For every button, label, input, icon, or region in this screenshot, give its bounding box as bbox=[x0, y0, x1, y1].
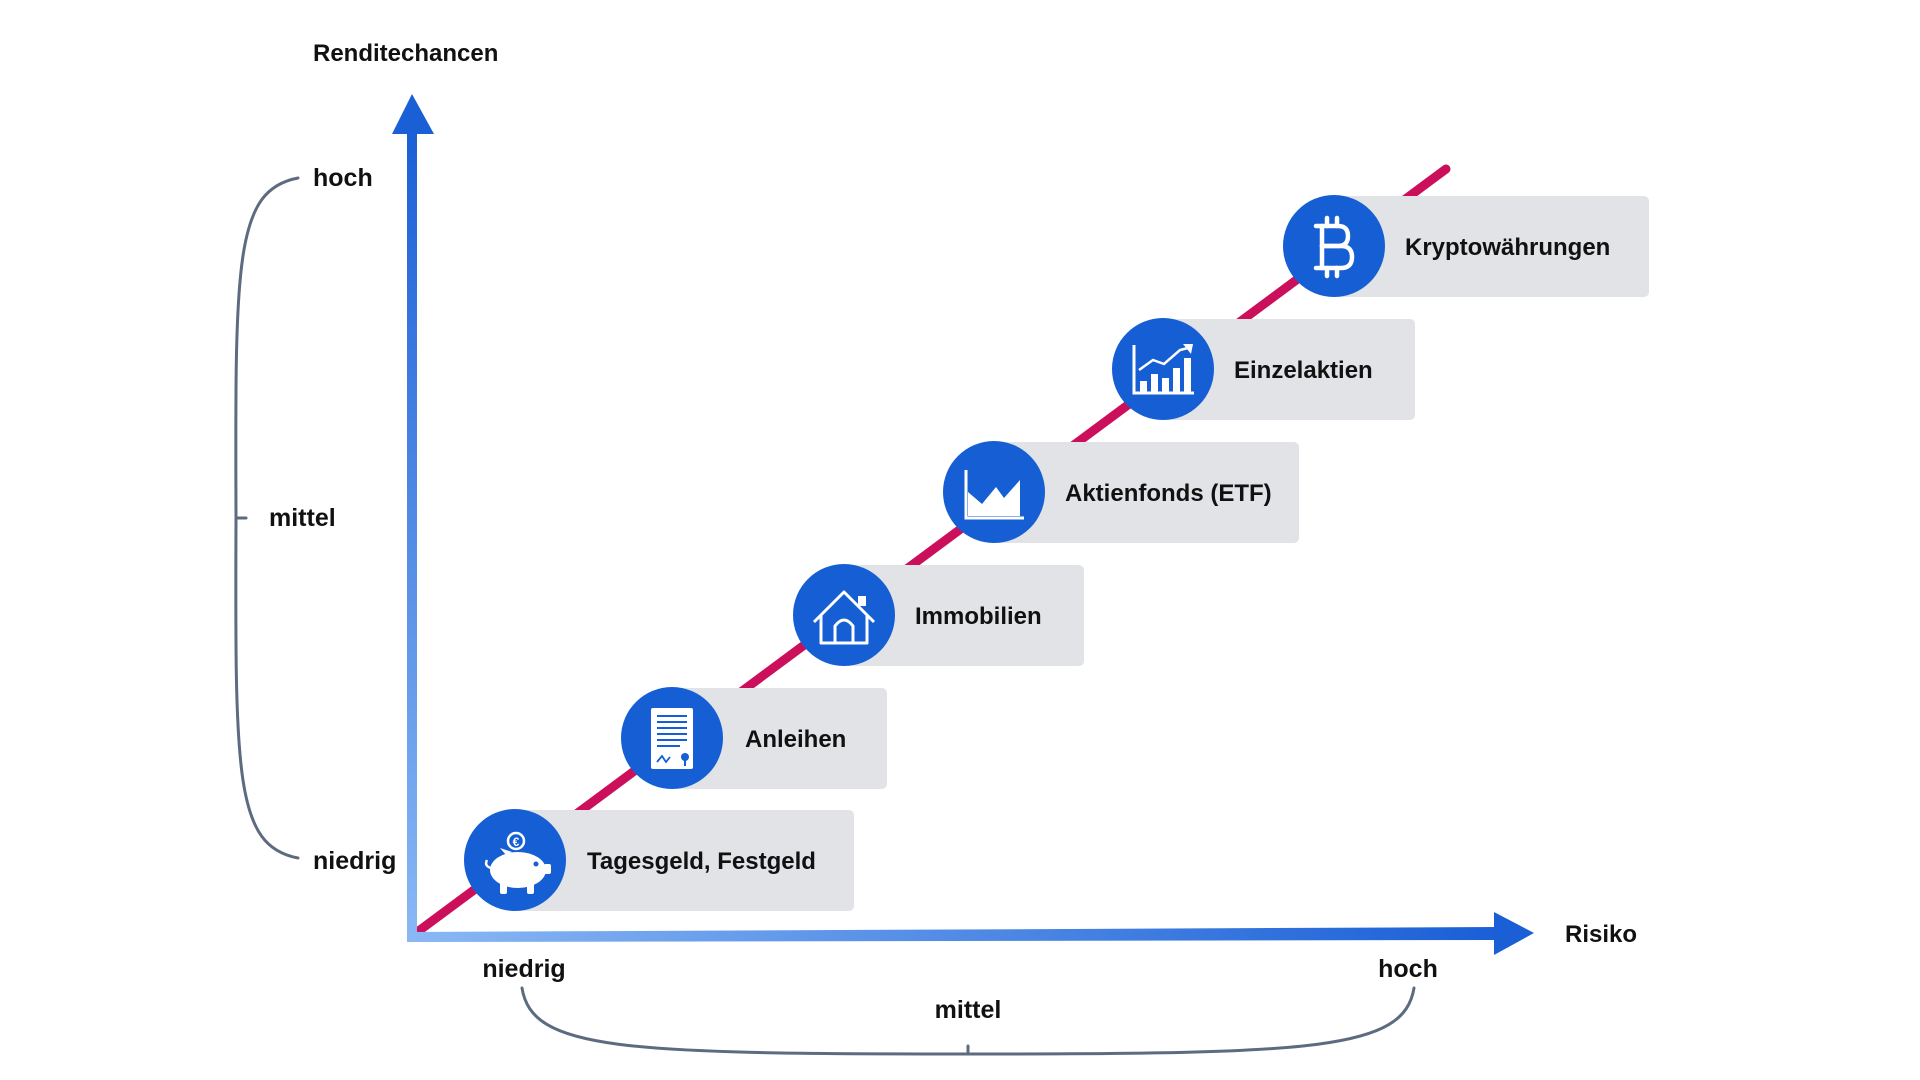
bitcoin-icon bbox=[1313, 215, 1355, 279]
icon-circle bbox=[1112, 318, 1214, 420]
piggy-bank-euro-icon: € bbox=[484, 831, 551, 894]
area-chart-icon bbox=[964, 470, 1024, 520]
y-level-mid: mittel bbox=[269, 504, 336, 532]
bar-chart-growth-icon bbox=[1132, 344, 1194, 395]
investment-label: Einzelaktien bbox=[1234, 357, 1373, 384]
y-level-high: hoch bbox=[313, 164, 373, 192]
investment-aktienfonds: Aktienfonds (ETF) bbox=[943, 441, 1299, 543]
svg-text:€: € bbox=[513, 835, 520, 849]
investment-label: Immobilien bbox=[915, 603, 1042, 630]
y-axis-title: Renditechancen bbox=[313, 40, 498, 67]
investment-tagesgeld: € Tagesgeld, Festgeld bbox=[464, 809, 854, 911]
label-box bbox=[672, 688, 887, 789]
x-axis bbox=[407, 912, 1534, 955]
label-box bbox=[515, 810, 854, 911]
x-range-bracket bbox=[520, 986, 1416, 1056]
investment-anleihen: Anleihen bbox=[621, 687, 887, 789]
investment-einzelaktien: Einzelaktien bbox=[1112, 318, 1415, 420]
label-box bbox=[844, 565, 1084, 666]
x-level-high: hoch bbox=[1378, 955, 1438, 983]
bond-document-icon bbox=[651, 708, 693, 769]
house-icon bbox=[812, 590, 876, 645]
y-axis bbox=[392, 94, 434, 942]
investment-krypto: Kryptowährungen bbox=[1283, 195, 1649, 297]
label-box bbox=[994, 442, 1299, 543]
trend-line bbox=[415, 164, 1451, 935]
x-axis-title: Risiko bbox=[1565, 921, 1637, 948]
y-level-low: niedrig bbox=[313, 847, 396, 875]
label-box bbox=[1334, 196, 1649, 297]
y-axis-arrowhead bbox=[392, 94, 434, 134]
investment-label: Anleihen bbox=[745, 726, 846, 753]
investment-label: Kryptowährungen bbox=[1405, 234, 1610, 261]
x-level-low: niedrig bbox=[482, 955, 565, 983]
icon-circle bbox=[793, 564, 895, 666]
label-box bbox=[1163, 319, 1415, 420]
x-level-mid: mittel bbox=[935, 996, 1002, 1024]
investment-label: Aktienfonds (ETF) bbox=[1065, 480, 1272, 507]
y-range-bracket bbox=[234, 176, 300, 860]
investment-immobilien: Immobilien bbox=[793, 564, 1084, 666]
investment-label: Tagesgeld, Festgeld bbox=[587, 848, 816, 875]
x-axis-arrowhead bbox=[1494, 912, 1534, 955]
